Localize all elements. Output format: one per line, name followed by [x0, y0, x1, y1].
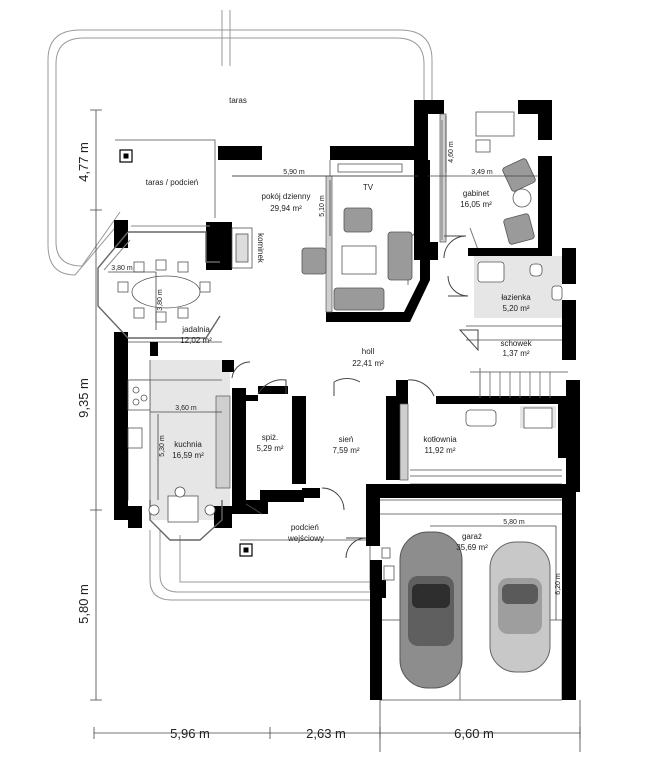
room-taras: taras — [229, 96, 247, 105]
dim-garaz-w: 5,80 m — [503, 519, 525, 526]
dim-kuchnia-w: 3,60 m — [175, 405, 197, 412]
room-kotlownia-name: kotłownia — [423, 435, 457, 444]
thin-walls — [215, 113, 447, 489]
room-sien-area: 7,59 m² — [332, 446, 359, 455]
room-schowek-name: schowek — [500, 339, 532, 348]
room-kuchnia-name: kuchnia — [174, 440, 202, 449]
walls — [114, 100, 580, 700]
doors — [231, 235, 479, 559]
dim-kuchnia-h: 5,30 m — [159, 435, 166, 457]
room-dim-labels: 5,90 m 5,10 m 3,49 m 4,60 m 3,80 m 3,80 … — [111, 141, 562, 595]
room-taras-podcien: taras / podcień — [146, 178, 198, 187]
dim-garaz-h: 6,20 m — [555, 573, 562, 595]
dim-bottom-left: 5,96 m — [170, 726, 210, 741]
kitchen-bay — [149, 500, 223, 541]
overall-dim-labels: 4,77 m 9,35 m 5,80 m 5,96 m 2,63 m 6,60 … — [76, 142, 494, 741]
room-spiz-area: 5,29 m² — [256, 444, 283, 453]
room-sien-name: sień — [339, 435, 354, 444]
dim-left-top: 4,77 m — [76, 142, 91, 182]
room-lazienka-name: łazienka — [501, 293, 531, 302]
room-schowek-area: 1,37 m² — [502, 349, 529, 358]
car-dark — [399, 531, 463, 689]
room-holl-area: 22,41 m² — [352, 359, 384, 368]
fireplace-label: kominek — [256, 233, 265, 264]
room-podcien-line2: wejściowy — [287, 534, 324, 543]
room-kotlownia-area: 11,92 m² — [425, 446, 456, 455]
room-podcien-line1: podcień — [291, 523, 319, 532]
room-labels: taras taras / podcień pokój dzienny 29,9… — [146, 96, 533, 552]
car-light — [489, 541, 551, 673]
room-pokoj-area: 29,94 m² — [270, 204, 302, 213]
room-pokoj-name: pokój dzienny — [262, 192, 311, 201]
room-garaz-area: 35,69 m² — [456, 543, 488, 552]
room-kuchnia-area: 16,59 m² — [172, 451, 204, 460]
room-holl-name: holl — [362, 347, 375, 356]
dim-jadalnia-h: 3,80 m — [157, 289, 164, 311]
room-spiz-name: spiż. — [262, 433, 278, 442]
room-jadalnia-area: 12,02 m² — [180, 336, 212, 345]
columns — [119, 149, 253, 557]
dim-gabinet-w: 3,49 m — [471, 169, 493, 176]
room-podcien: podcień wejściowy — [287, 523, 324, 543]
furniture — [117, 139, 563, 581]
dim-jadalnia-w: 3,80 m — [111, 265, 133, 272]
dim-bottom-right: 6,60 m — [454, 726, 494, 741]
dim-gabinet-h: 4,60 m — [448, 141, 455, 163]
room-gabinet-name: gabinet — [463, 189, 490, 198]
dimension-lines — [90, 109, 581, 752]
room-lazienka-area: 5,20 m² — [502, 304, 529, 313]
terrace-outline — [47, 10, 433, 601]
dim-left-bottom: 5,80 m — [76, 584, 91, 624]
room-garaz-name: garaż — [462, 532, 482, 541]
dining-bay — [97, 231, 221, 339]
dim-left-mid: 9,35 m — [76, 378, 91, 418]
dim-pokoj-h: 5,10 m — [319, 195, 326, 217]
room-jadalnia-name: jadalnia — [181, 325, 210, 334]
room-gabinet-area: 16,05 m² — [460, 200, 492, 209]
dim-pokoj-w: 5,90 m — [283, 169, 305, 176]
dim-bottom-mid: 2,63 m — [306, 726, 346, 741]
tv-label: TV — [363, 183, 374, 192]
